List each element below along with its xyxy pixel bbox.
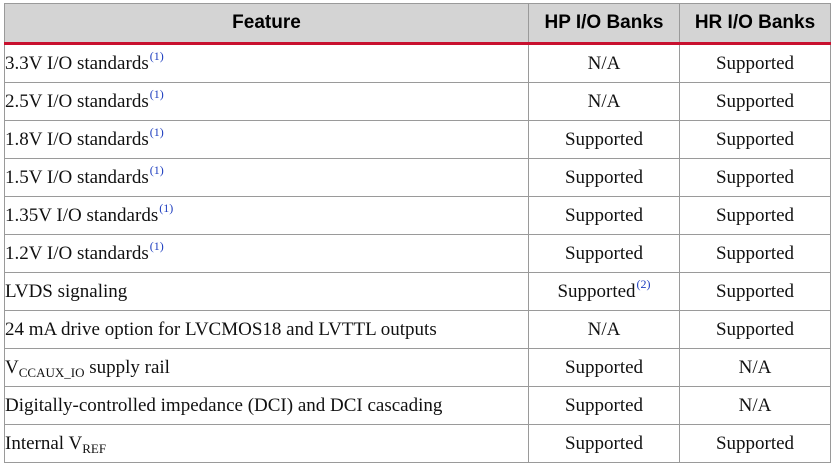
table-row: 3.3V I/O standards(1) N/A Supported xyxy=(4,43,831,83)
hr-value-cell: Supported xyxy=(679,120,831,159)
table-row: 2.5V I/O standards(1) N/A Supported xyxy=(4,82,831,121)
footnote-link[interactable]: (1) xyxy=(149,86,164,101)
feature-column-header: Feature xyxy=(4,3,529,45)
feature-cell: 3.3V I/O standards(1) xyxy=(4,43,529,83)
hp-value-cell: N/A xyxy=(528,82,680,121)
feature-label: LVDS signaling xyxy=(5,280,128,302)
feature-cell: 24 mA drive option for LVCMOS18 and LVTT… xyxy=(4,310,529,349)
feature-cell: Digitally-controlled impedance (DCI) and… xyxy=(4,386,529,425)
hp-io-banks-column-header: HP I/O Banks xyxy=(528,3,680,45)
hr-io-banks-column-header: HR I/O Banks xyxy=(679,3,831,45)
feature-label-subscript: CCAUX_IO xyxy=(18,364,85,380)
hp-value-cell: Supported xyxy=(528,424,680,463)
feature-label: 24 mA drive option for LVCMOS18 and LVTT… xyxy=(5,318,437,340)
feature-label-suffix: supply rail xyxy=(84,356,170,378)
feature-label: 1.8V I/O standards xyxy=(5,128,149,150)
hp-value-cell: Supported xyxy=(528,158,680,197)
hr-value-cell: Supported xyxy=(679,82,831,121)
hr-value-cell: N/A xyxy=(679,348,831,387)
footnote-link[interactable]: (1) xyxy=(149,238,164,253)
feature-cell: 1.2V I/O standards(1) xyxy=(4,234,529,273)
footnote-link[interactable]: (1) xyxy=(149,124,164,139)
hr-value-cell: Supported xyxy=(679,424,831,463)
table-row: Internal VREF Supported Supported xyxy=(4,424,831,463)
hr-value-cell: Supported xyxy=(679,234,831,273)
feature-cell: Internal VREF xyxy=(4,424,529,463)
feature-label: 1.35V I/O standards xyxy=(5,204,159,226)
feature-cell: 1.5V I/O standards(1) xyxy=(4,158,529,197)
feature-cell: 1.8V I/O standards(1) xyxy=(4,120,529,159)
hr-value-cell: Supported xyxy=(679,272,831,311)
feature-cell: 1.35V I/O standards(1) xyxy=(4,196,529,235)
feature-label: Digitally-controlled impedance (DCI) and… xyxy=(5,394,443,416)
hp-value: Supported xyxy=(557,280,636,302)
hp-value-cell: N/A xyxy=(528,43,680,83)
header-row: Feature HP I/O Banks HR I/O Banks xyxy=(4,3,831,45)
footnote-link[interactable]: (1) xyxy=(159,200,174,215)
hp-value-cell: Supported xyxy=(528,348,680,387)
feature-label: 1.2V I/O standards xyxy=(5,242,149,264)
table-row: 1.35V I/O standards(1) Supported Support… xyxy=(4,196,831,235)
feature-cell: VCCAUX_IO supply rail xyxy=(4,348,529,387)
table-row: 1.2V I/O standards(1) Supported Supporte… xyxy=(4,234,831,273)
hr-value-cell: Supported xyxy=(679,196,831,235)
footnote-link[interactable]: (1) xyxy=(149,162,164,177)
table-row: LVDS signaling Supported(2) Supported xyxy=(4,272,831,311)
hr-value-cell: Supported xyxy=(679,158,831,197)
table-row: 1.8V I/O standards(1) Supported Supporte… xyxy=(4,120,831,159)
hp-value-cell: N/A xyxy=(528,310,680,349)
feature-label-prefix: Internal V xyxy=(5,432,83,454)
feature-cell: LVDS signaling xyxy=(4,272,529,311)
feature-label: 3.3V I/O standards xyxy=(5,52,149,74)
table-row: Digitally-controlled impedance (DCI) and… xyxy=(4,386,831,425)
feature-cell: 2.5V I/O standards(1) xyxy=(4,82,529,121)
hr-value-cell: N/A xyxy=(679,386,831,425)
table-row: VCCAUX_IO supply rail Supported N/A xyxy=(4,348,831,387)
footnote-link[interactable]: (1) xyxy=(149,48,164,63)
hp-value-cell: Supported(2) xyxy=(528,272,680,311)
table-row: 1.5V I/O standards(1) Supported Supporte… xyxy=(4,158,831,197)
hp-value-cell: Supported xyxy=(528,386,680,425)
feature-label: 2.5V I/O standards xyxy=(5,90,149,112)
table-row: 24 mA drive option for LVCMOS18 and LVTT… xyxy=(4,310,831,349)
io-bank-feature-table: Feature HP I/O Banks HR I/O Banks 3.3V I… xyxy=(4,3,831,463)
hr-value-cell: Supported xyxy=(679,43,831,83)
hr-value-cell: Supported xyxy=(679,310,831,349)
hp-value-cell: Supported xyxy=(528,120,680,159)
feature-label-subscript: REF xyxy=(82,440,107,456)
hp-value-cell: Supported xyxy=(528,196,680,235)
feature-label-prefix: V xyxy=(5,356,19,378)
feature-label: 1.5V I/O standards xyxy=(5,166,149,188)
hp-value-cell: Supported xyxy=(528,234,680,273)
footnote-link[interactable]: (2) xyxy=(636,276,651,291)
